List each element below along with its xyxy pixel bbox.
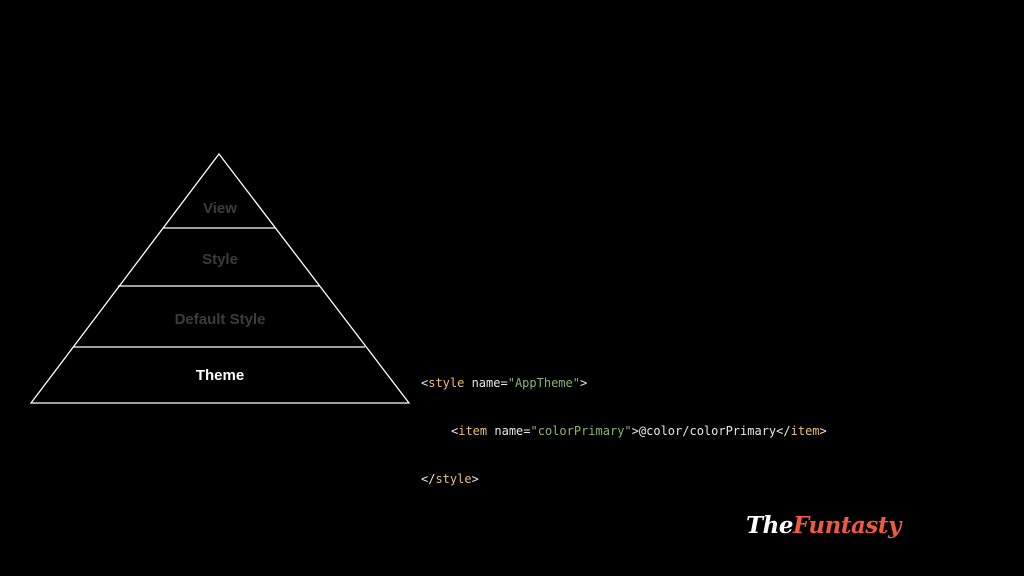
code-line-1: <style name="AppTheme"> — [421, 375, 827, 391]
level-style-label: Style — [202, 251, 238, 268]
code-bracket: </ — [776, 424, 791, 438]
code-bracket: > — [631, 424, 639, 438]
code-bracket: < — [421, 376, 429, 390]
pyramid-outline — [29, 152, 411, 404]
code-bracket: > — [819, 424, 827, 438]
code-bracket: < — [451, 424, 459, 438]
code-tag: style — [428, 376, 465, 390]
code-attr: name= — [487, 424, 531, 438]
code-value: "AppTheme" — [507, 376, 580, 390]
logo-funtasty: Funtasty — [792, 512, 901, 539]
code-tag: style — [435, 472, 472, 486]
code-bracket: > — [579, 376, 588, 390]
thefuntasty-logo: TheFuntasty — [746, 512, 901, 539]
code-tag: item — [790, 424, 820, 438]
logo-the: The — [746, 512, 793, 539]
level-default-style-label: Default Style — [175, 311, 266, 328]
code-bracket: > — [471, 472, 479, 486]
level-view-label: View — [203, 200, 237, 217]
code-text: @color/colorPrimary — [638, 424, 777, 438]
code-line-2: <item name="colorPrimary">@color/colorPr… — [421, 423, 827, 439]
code-bracket: </ — [421, 472, 436, 486]
level-theme-label: Theme — [196, 367, 244, 384]
code-tag: item — [458, 424, 488, 438]
code-value: "colorPrimary" — [530, 424, 632, 438]
code-attr: name= — [464, 376, 508, 390]
code-line-3: </style> — [421, 471, 827, 487]
code-snippet: <style name="AppTheme"> <item name="colo… — [421, 343, 827, 503]
